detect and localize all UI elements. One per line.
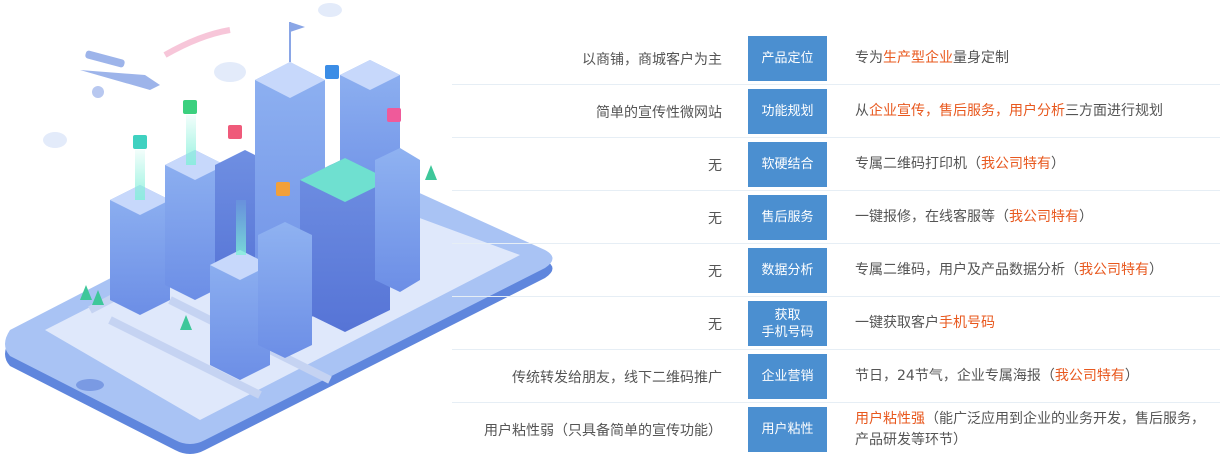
traditional-feature: 以商铺，商城客户为主 xyxy=(582,51,722,68)
highlight-text: 企业宣传，售后服务，用户分析 xyxy=(869,103,1065,119)
city-buildings xyxy=(110,60,420,380)
feature-text: 专属二维码，用户及产品数据分析（ xyxy=(855,262,1079,278)
feature-text: 从 xyxy=(855,103,869,119)
our-feature: 专属二维码打印机（我公司特有） xyxy=(855,138,1214,191)
our-feature: 节日，24节气，企业专属海报（我公司特有） xyxy=(855,350,1214,403)
feature-category-badge: 功能规划 xyxy=(748,89,827,134)
traditional-feature: 无 xyxy=(708,316,722,333)
feature-category-badge: 企业营销 xyxy=(748,354,827,399)
traditional-feature: 传统转发给朋友，线下二维码推广 xyxy=(512,369,722,386)
feature-text: ） xyxy=(1124,368,1139,384)
feature-category-badge: 数据分析 xyxy=(748,248,827,293)
table-row: 传统转发给朋友，线下二维码推广企业营销节日，24节气，企业专属海报（我公司特有） xyxy=(452,350,1220,403)
highlight-text: 用户粘性强 xyxy=(855,410,925,427)
feature-text: ） xyxy=(1051,156,1065,172)
feature-text: 量身定制 xyxy=(953,50,1009,66)
our-feature: 专属二维码，用户及产品数据分析（我公司特有） xyxy=(855,244,1214,297)
table-row: 无数据分析专属二维码，用户及产品数据分析（我公司特有） xyxy=(452,244,1220,297)
feature-text: 一键获取客户 xyxy=(855,315,939,331)
traditional-feature: 无 xyxy=(708,157,722,174)
feature-category-badge: 用户粘性 xyxy=(748,407,827,452)
airplane xyxy=(80,50,160,98)
table-row: 无软硬结合专属二维码打印机（我公司特有） xyxy=(452,138,1220,191)
table-row: 以商铺，商城客户为主产品定位专为生产型企业量身定制 xyxy=(452,32,1220,85)
highlight-text: 我公司特有 xyxy=(1079,262,1149,278)
table-row: 用户粘性弱（只具备简单的宣传功能）用户粘性用户粘性强（能广泛应用到企业的业务开发… xyxy=(452,403,1220,456)
feature-category-badge: 售后服务 xyxy=(748,195,827,240)
highlight-text: 手机号码 xyxy=(939,315,995,331)
feature-text: ） xyxy=(1079,209,1093,225)
highlight-text: 我公司特有 xyxy=(1009,209,1079,225)
feature-category-badge: 产品定位 xyxy=(748,36,827,81)
table-row: 简单的宣传性微网站功能规划从企业宣传，售后服务，用户分析三方面进行规划 xyxy=(452,85,1220,138)
feature-text: 专为 xyxy=(855,50,883,66)
highlight-text: 生产型企业 xyxy=(883,50,953,66)
table-row: 无售后服务一键报修，在线客服等（我公司特有） xyxy=(452,191,1220,244)
feature-category-badge: 软硬结合 xyxy=(748,142,827,187)
highlight-text: 我公司特有 xyxy=(981,156,1051,172)
feature-text: 三方面进行规划 xyxy=(1065,103,1163,119)
traditional-feature: 无 xyxy=(708,263,722,280)
traditional-feature: 用户粘性弱（只具备简单的宣传功能） xyxy=(484,422,722,439)
traditional-feature: 无 xyxy=(708,210,722,227)
feature-text: （能广泛应用到企业的业务开发，售后服务，产品研发等环节） xyxy=(855,410,1205,448)
comparison-table: 以商铺，商城客户为主产品定位专为生产型企业量身定制简单的宣传性微网站功能规划从企… xyxy=(452,32,1220,456)
feature-category-badge: 获取 手机号码 xyxy=(748,301,827,346)
our-feature: 从企业宣传，售后服务，用户分析三方面进行规划 xyxy=(855,85,1214,138)
feature-text: 专属二维码打印机（ xyxy=(855,156,981,172)
feature-text: ） xyxy=(1149,262,1163,278)
highlight-text: 我公司特有 xyxy=(1054,368,1125,384)
our-feature: 一键获取客户手机号码 xyxy=(855,297,1214,350)
traditional-feature: 简单的宣传性微网站 xyxy=(596,104,722,121)
our-feature: 一键报修，在线客服等（我公司特有） xyxy=(855,191,1214,244)
our-feature: 用户粘性强（能广泛应用到企业的业务开发，售后服务，产品研发等环节） xyxy=(855,403,1214,456)
phone-city-illustration xyxy=(5,3,553,454)
our-feature: 专为生产型企业量身定制 xyxy=(855,32,1214,85)
table-row: 无获取 手机号码一键获取客户手机号码 xyxy=(452,297,1220,350)
feature-text: 节日，24节气，企业专属海报（ xyxy=(855,368,1055,384)
feature-text: 一键报修，在线客服等（ xyxy=(855,209,1009,225)
